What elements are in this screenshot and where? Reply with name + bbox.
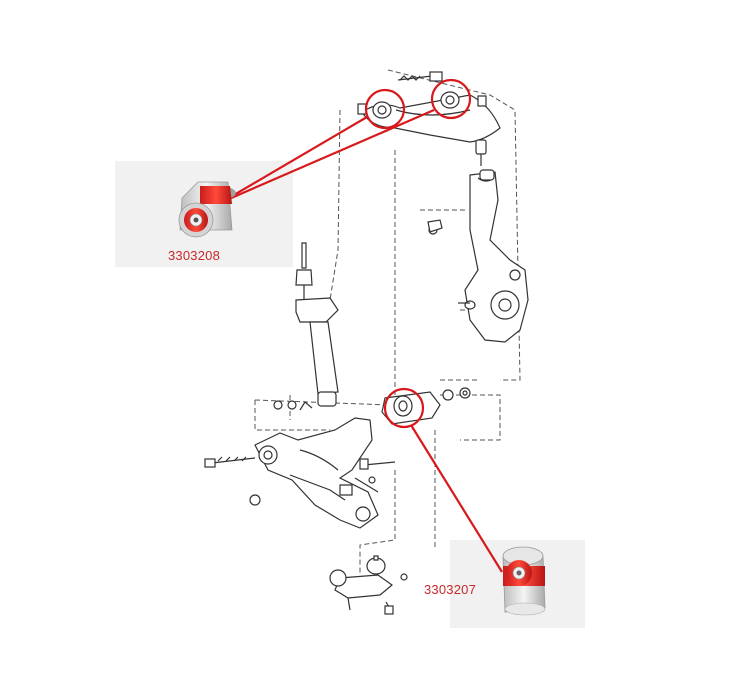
ball-joint	[329, 555, 408, 615]
bushing-photo-lower	[502, 546, 546, 616]
upper-bushing-callout	[221, 78, 472, 204]
part-number-label-upper: 3303208	[168, 248, 221, 263]
steering-knuckle	[427, 169, 529, 343]
upper-control-arm	[357, 71, 501, 166]
lower-control-arm	[204, 400, 396, 529]
part-number-label-lower: 3303207	[424, 582, 477, 597]
lower-bushing-bracket	[381, 387, 471, 425]
lower-bushing-callout	[383, 387, 503, 573]
bushing-photo-upper	[178, 181, 236, 238]
shock-absorber	[295, 242, 339, 407]
